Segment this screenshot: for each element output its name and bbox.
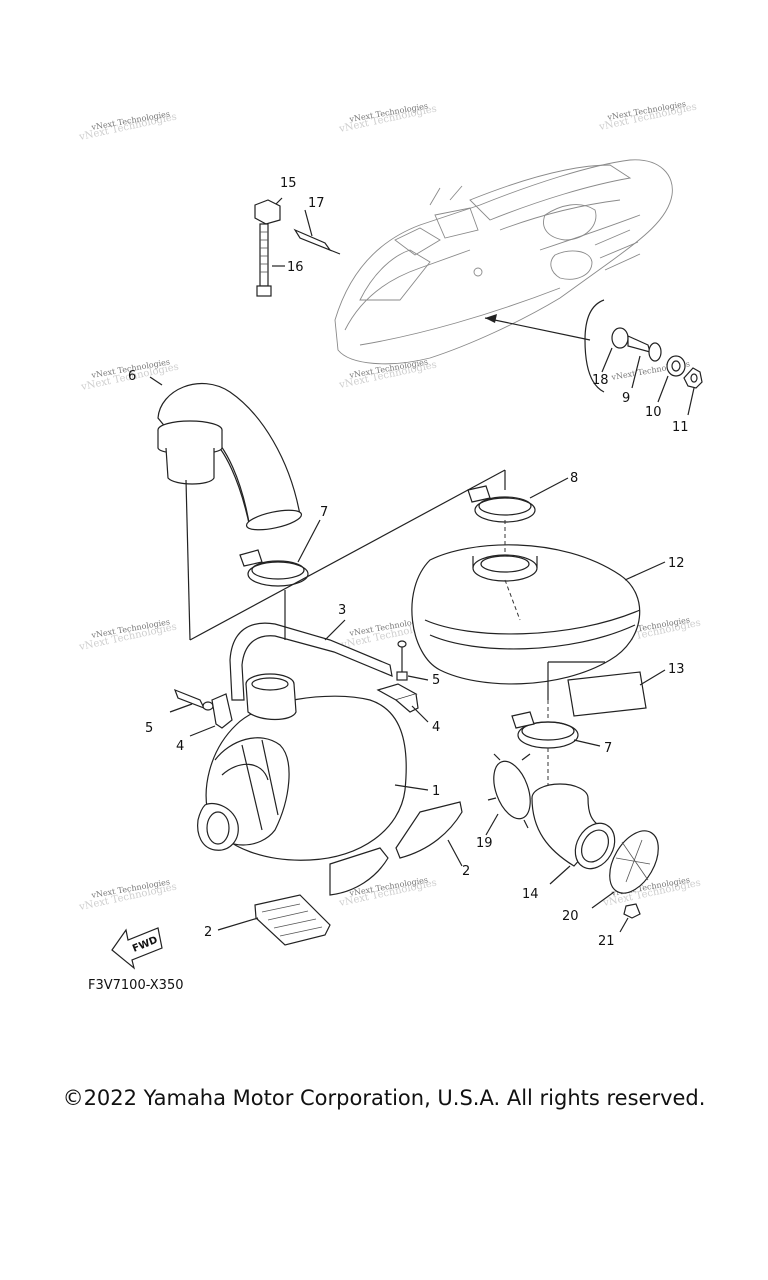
callouts: 15 17 16 6 18 9 10 11 8 7 12 3 13 5 5 4 …: [128, 176, 689, 949]
hose-clamp-7-upper: [239, 519, 321, 587]
callout-11: 11: [672, 420, 689, 435]
fwd-arrow-icon: FWD: [111, 927, 163, 970]
bolt-5-and-bracket-4-left: [169, 688, 233, 737]
resonator-box-12: [411, 544, 666, 685]
strap-3: [229, 619, 393, 701]
callout-5-right: 5: [432, 673, 440, 688]
pads-2: [217, 801, 463, 946]
copyright-notice: ©2022 Yamaha Motor Corporation, U.S.A. A…: [62, 1086, 706, 1110]
callout-1: 1: [432, 784, 440, 799]
callout-21: 21: [598, 934, 615, 949]
callout-13: 13: [668, 662, 685, 677]
bolt-5-and-bracket-4-right: [376, 640, 429, 723]
callout-10: 10: [645, 405, 662, 420]
diagram-code: F3V7100-X350: [88, 978, 184, 993]
callout-6: 6: [128, 369, 136, 384]
callout-12: 12: [668, 556, 685, 571]
hose-clamp-8: [467, 477, 569, 523]
callout-3: 3: [338, 603, 346, 618]
callout-8: 8: [570, 471, 578, 486]
bolt-21: [619, 903, 641, 933]
screen-20: [591, 830, 659, 909]
callout-9: 9: [622, 391, 630, 406]
callout-20: 20: [562, 909, 579, 924]
callout-5-left: 5: [145, 721, 153, 736]
pad-13: [567, 669, 666, 717]
callout-19: 19: [476, 836, 493, 851]
reference-lines: [185, 469, 605, 786]
callout-18: 18: [592, 373, 609, 388]
callout-4-left: 4: [176, 739, 184, 754]
hose-clamp-7-lower: [511, 711, 601, 749]
callout-15: 15: [280, 176, 297, 191]
callout-2-left: 2: [204, 925, 212, 940]
callout-16: 16: [287, 260, 304, 275]
elbow-14: [531, 783, 616, 885]
band-clamp-15-16-17: [254, 197, 341, 297]
air-box-1: [197, 673, 429, 861]
detail-arrow: [484, 299, 605, 393]
callout-4-right: 4: [432, 720, 440, 735]
clip-ring-19: [485, 753, 531, 836]
intake-duct-6: [149, 376, 303, 531]
callout-7-lower: 7: [604, 741, 612, 756]
callout-17: 17: [308, 196, 325, 211]
watercraft-sketch: [334, 159, 673, 365]
fastener-set-18-9-10-11: [601, 327, 703, 416]
callout-7-upper: 7: [320, 505, 328, 520]
callout-14: 14: [522, 887, 539, 902]
callout-2-right: 2: [462, 864, 470, 879]
